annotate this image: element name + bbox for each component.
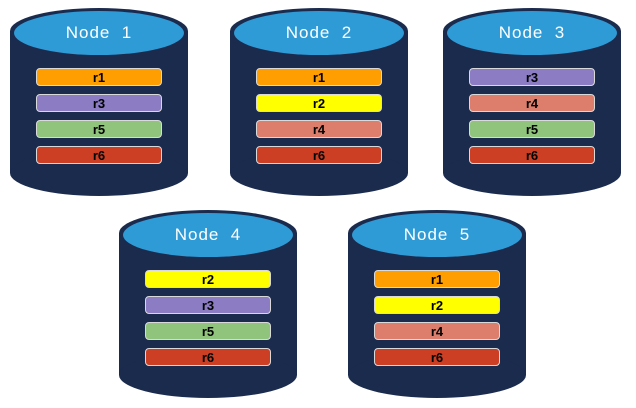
- replica-label: r5: [92, 121, 106, 137]
- replica-bar: r2: [256, 94, 382, 112]
- node-title: Node 3: [498, 23, 566, 42]
- node-cylinder-3: Node 3 r3 r4 r5 r6: [443, 8, 621, 196]
- replica-label: r2: [312, 95, 326, 111]
- replica-label: r2: [430, 297, 444, 313]
- node-title: Node 2: [285, 23, 353, 42]
- replica-label: r6: [92, 147, 106, 163]
- replica-label: r1: [430, 271, 444, 287]
- replica-label: r6: [201, 349, 215, 365]
- replica-bar: r2: [145, 270, 271, 288]
- replica-label: r4: [525, 95, 539, 111]
- replica-bar: r1: [36, 68, 162, 86]
- replica-bar-list: r3 r4 r5 r6: [443, 68, 621, 164]
- replica-bar: r6: [36, 146, 162, 164]
- replica-bar: r5: [469, 120, 595, 138]
- replica-label: r1: [312, 69, 326, 85]
- replica-label: r5: [525, 121, 539, 137]
- replica-bar: r4: [374, 322, 500, 340]
- cylinder-cap: Node 3: [447, 11, 617, 55]
- cylinder-cap: Node 2: [234, 11, 404, 55]
- cylinder-cap: Node 4: [123, 213, 293, 257]
- replica-bar-list: r1 r2 r4 r6: [348, 270, 526, 366]
- replica-bar-list: r1 r2 r4 r6: [230, 68, 408, 164]
- cylinder-cap: Node 5: [352, 213, 522, 257]
- replica-label: r3: [201, 297, 215, 313]
- replica-bar: r3: [469, 68, 595, 86]
- node-cylinder-1: Node 1 r1 r3 r5 r6: [10, 8, 188, 196]
- replica-label: r6: [312, 147, 326, 163]
- replica-bar: r6: [374, 348, 500, 366]
- node-title: Node 1: [65, 23, 133, 42]
- replica-bar: r6: [256, 146, 382, 164]
- replica-bar: r1: [374, 270, 500, 288]
- replica-bar: r5: [36, 120, 162, 138]
- replica-bar: r1: [256, 68, 382, 86]
- replica-label: r4: [312, 121, 326, 137]
- replica-label: r4: [430, 323, 444, 339]
- replica-bar: r3: [145, 296, 271, 314]
- node-cylinder-5: Node 5 r1 r2 r4 r6: [348, 210, 526, 398]
- replica-label: r1: [92, 69, 106, 85]
- replica-bar: r4: [256, 120, 382, 138]
- replica-label: r5: [201, 323, 215, 339]
- replica-bar: r5: [145, 322, 271, 340]
- replica-label: r6: [430, 349, 444, 365]
- replica-bar: r3: [36, 94, 162, 112]
- node-title: Node 5: [403, 225, 471, 244]
- cylinder-cap: Node 1: [14, 11, 184, 55]
- replica-label: r2: [201, 271, 215, 287]
- replica-bar-list: r2 r3 r5 r6: [119, 270, 297, 366]
- replica-label: r3: [525, 69, 539, 85]
- replica-bar: r4: [469, 94, 595, 112]
- replica-bar-list: r1 r3 r5 r6: [10, 68, 188, 164]
- replica-bar: r6: [469, 146, 595, 164]
- replica-label: r3: [92, 95, 106, 111]
- replica-label: r6: [525, 147, 539, 163]
- replica-bar: r6: [145, 348, 271, 366]
- node-cylinder-2: Node 2 r1 r2 r4 r6: [230, 8, 408, 196]
- replica-bar: r2: [374, 296, 500, 314]
- node-title: Node 4: [174, 225, 242, 244]
- node-cylinder-4: Node 4 r2 r3 r5 r6: [119, 210, 297, 398]
